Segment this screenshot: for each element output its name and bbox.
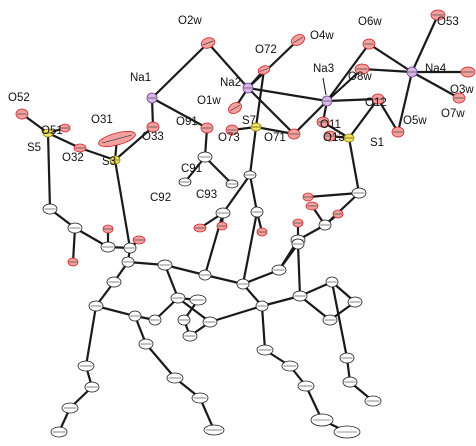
bond-r14-ch14 [330, 280, 349, 360]
label-o8w: O8w [348, 71, 372, 83]
bond-O6w-Na4 [367, 42, 414, 74]
bond-S5-cL1 [46, 131, 52, 211]
bond-r9-ch1 [84, 304, 98, 368]
bond-S5-O32 [46, 131, 82, 150]
label-o51: O51 [41, 125, 63, 137]
label-layer: O2w O4w O6w O53 O72 Na1 Na2 Na3 Na4 O8w … [8, 15, 474, 204]
bond-cS7a-cRa [221, 173, 252, 215]
label-o4w: O4w [310, 30, 334, 42]
label-s5: S5 [27, 142, 41, 154]
label-s3: S3 [102, 156, 116, 168]
label-c93: C93 [196, 189, 217, 201]
label-o6w: O6w [358, 16, 382, 28]
label-o1w: O1w [197, 95, 221, 107]
bond-r15-r13 [296, 242, 302, 298]
label-o71: O71 [264, 132, 286, 144]
bond-S3-cL4 [113, 158, 132, 250]
atom-axis-O4w [293, 36, 303, 44]
bond-Na3-O8w [325, 67, 364, 103]
bond-r3-r4 [176, 296, 212, 324]
bond-S7-cS7a [248, 125, 258, 177]
label-s7: S7 [242, 115, 256, 127]
label-o73: O73 [218, 132, 240, 144]
bond-O2w-Na2 [206, 41, 250, 90]
bond-r16-ch9 [260, 304, 267, 352]
label-c91: C91 [181, 163, 202, 175]
label-o5w: O5w [403, 115, 427, 127]
label-o11: O11 [320, 119, 341, 131]
bond-ch5-ch6 [144, 342, 177, 380]
label-na3: Na3 [313, 63, 334, 75]
label-o53: O53 [437, 16, 459, 28]
bond-O33-S3 [113, 125, 155, 162]
label-o7w: O7w [441, 108, 465, 120]
bond-ch7-ch8 [198, 396, 216, 432]
bond-O5w-O12 [376, 97, 400, 134]
bond-Na4-O7w [410, 70, 461, 100]
atom-axis-O2w [202, 40, 214, 46]
label-na2: Na2 [220, 77, 241, 89]
atom-axis-O1w [230, 104, 240, 112]
bond-O8w-Na4 [360, 67, 414, 74]
label-o72: O72 [255, 44, 277, 56]
bond-S7-O72 [254, 68, 266, 129]
bond-r2-r5 [203, 273, 245, 286]
bond-Na1-O91 [150, 96, 209, 130]
bond-O53-Na4 [410, 13, 440, 74]
bond-Na3-O12 [325, 97, 380, 103]
bond-ch18-r13 [298, 294, 332, 322]
label-o52: O52 [8, 92, 30, 104]
label-o2w: O2w [178, 15, 202, 27]
label-o91: O91 [176, 116, 198, 128]
label-o31: O31 [91, 114, 113, 126]
na3-pointer-arrow [322, 77, 327, 96]
atom-axis-O31 [102, 134, 132, 144]
bond-O2w-Na1 [150, 41, 210, 100]
label-na1: Na1 [130, 72, 151, 84]
bond-Na2-O71 [246, 86, 296, 136]
bond-C91-C93 [203, 155, 234, 186]
label-na4: Na4 [425, 63, 447, 75]
bond-r5-cRb [241, 210, 259, 286]
atom-layer [15, 9, 476, 439]
label-c92: C92 [150, 192, 171, 204]
label-s1: S1 [370, 137, 384, 149]
bond-r3-r1 [163, 263, 180, 300]
label-o13: O13 [323, 132, 345, 144]
bond-cS1a-oI [306, 191, 361, 199]
bond-S7-O71 [254, 125, 296, 136]
label-o33: O33 [142, 131, 164, 143]
bond-cS7a-cRb [248, 173, 259, 214]
bond-Na3-O71 [292, 99, 329, 136]
bond-O4w-Na2 [246, 38, 300, 90]
bond-O6w-Na3 [325, 42, 371, 103]
label-o12: O12 [365, 97, 387, 109]
label-o32: O32 [62, 152, 84, 164]
atom-axis-O72 [259, 68, 269, 72]
bond-O12-S1 [347, 97, 380, 140]
bond-Na4-O5w [396, 70, 414, 134]
bond-r4-r16 [208, 304, 264, 324]
label-o3w: O3w [450, 84, 474, 96]
bond-S1-cS1a [347, 136, 361, 195]
bond-O32-S3 [78, 146, 117, 162]
bond-cL2-oG [71, 226, 77, 264]
